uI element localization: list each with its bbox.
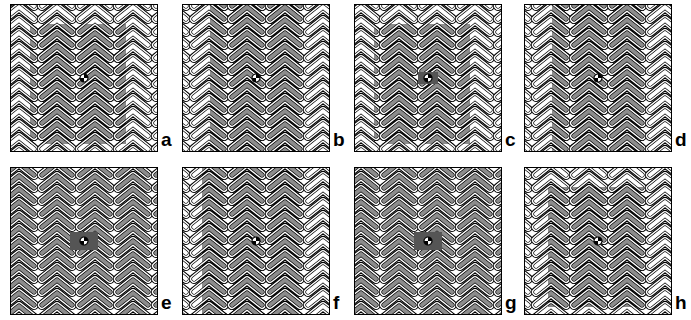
panel-letter: b xyxy=(332,130,346,149)
panel-letter: h xyxy=(674,293,688,312)
panel-letter: g xyxy=(504,293,518,312)
panel-letter: f xyxy=(332,293,340,312)
panel-letter: a xyxy=(160,130,173,149)
panel-letter: c xyxy=(504,130,517,149)
panel-letter: e xyxy=(160,293,173,312)
panel-letter: d xyxy=(674,130,688,149)
